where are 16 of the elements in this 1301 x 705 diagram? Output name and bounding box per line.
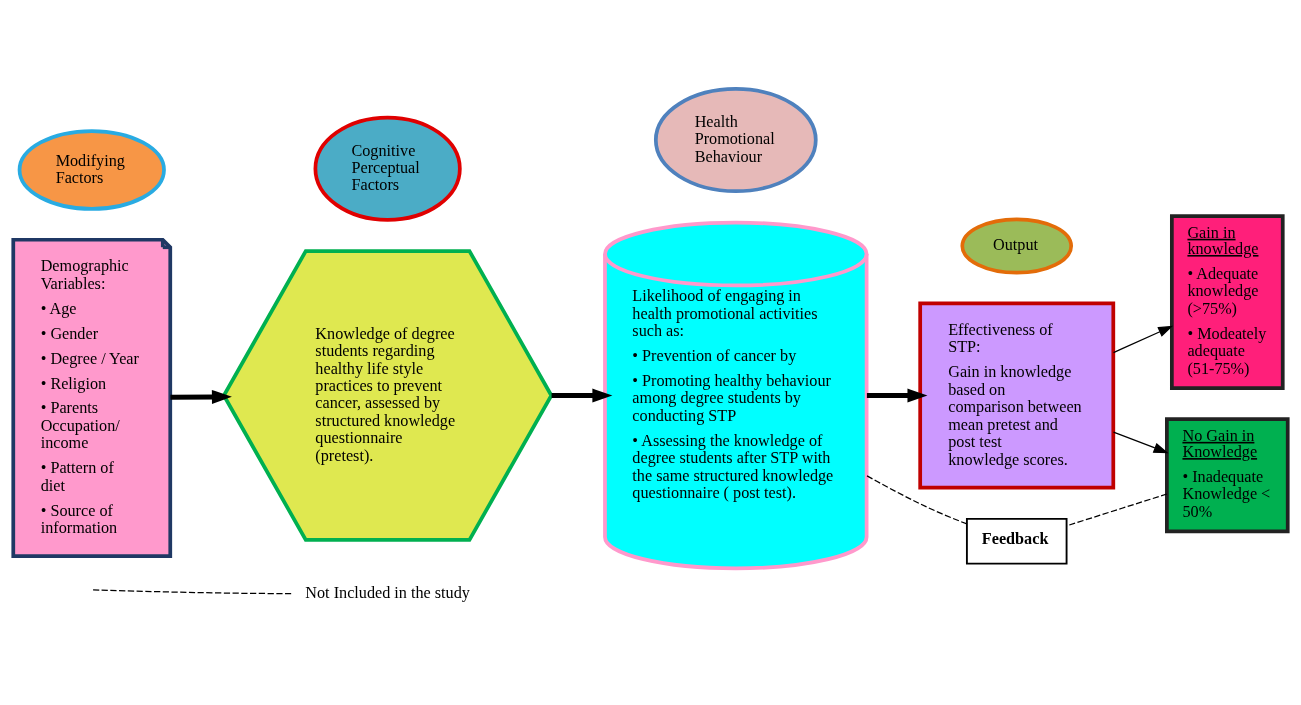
node-box: No Gain in Knowledge • Inadequate Knowledge < 50% [1165, 417, 1290, 534]
node-box: Gain in knowledge • Adequate knowledge (>75%) • Modeately adequate (51-75%) [1170, 214, 1285, 390]
node-ellipse: Modifying Factors [17, 129, 166, 211]
arrow [551, 388, 613, 403]
connector [866, 475, 968, 525]
node-box: Effectiveness of STP: Gain in knowledge based on comparison between mean pretest and post test knowledge scores. [918, 301, 1116, 490]
node-ellipse: Output [960, 217, 1074, 275]
connector [1066, 493, 1168, 527]
arrow [1112, 431, 1169, 454]
legend-label: Not Included in the study [305, 583, 470, 602]
node-ellipse: Health Promotional Behaviour [653, 87, 818, 194]
arrow [866, 388, 928, 403]
node-ellipse: Cognitive Perceptual Factors [313, 115, 462, 222]
arrow [1112, 325, 1174, 354]
node-box: Feedback [965, 517, 1068, 565]
arrow [170, 389, 232, 404]
